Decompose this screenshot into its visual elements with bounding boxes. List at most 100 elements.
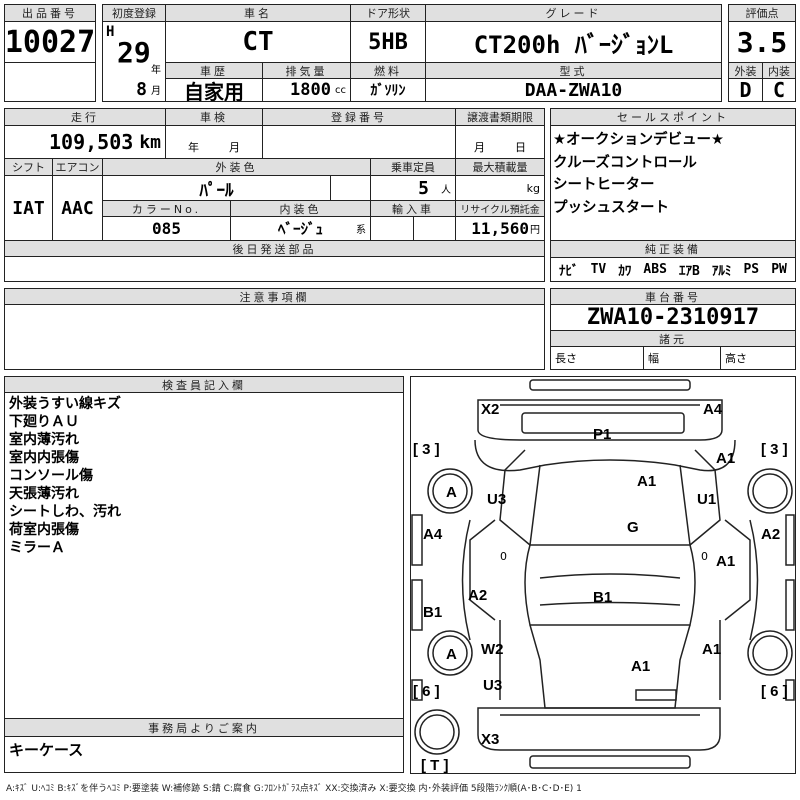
int-color-label: 内装色 — [230, 200, 371, 217]
damage-mark: [ 3 ] — [413, 441, 440, 458]
inspector-item: 室内薄汚れ — [9, 432, 79, 448]
car-name: CT — [165, 21, 351, 63]
load-label: 最大積載量 — [455, 158, 545, 176]
sales-item: ★オークションデビュー★ — [553, 132, 724, 148]
damage-mark: U1 — [697, 491, 717, 508]
damage-mark: 0 — [500, 550, 507, 563]
fuel-label: 燃料 — [350, 62, 426, 79]
transfer-day: 日 — [515, 141, 526, 154]
month: 8 — [136, 79, 147, 100]
damage-marks: X2 A4 P1 [ 3 ] [ 3 ] A1 A U3 A1 U1 G A4 … — [411, 377, 795, 774]
door-type: 5HB — [350, 21, 426, 63]
inspector-item: 下廻りＡＵ — [9, 414, 79, 430]
ext-color-blank — [330, 175, 371, 201]
later-parts — [4, 256, 545, 282]
month-unit: 月 — [151, 86, 161, 97]
equipment-item: TV — [590, 262, 607, 277]
fuel: ｶﾞｿﾘﾝ — [350, 78, 426, 102]
mileage-value: 109,503 — [49, 130, 134, 154]
equipment-item: PS — [743, 262, 760, 277]
inspector-item: ミラーＡ — [9, 540, 65, 556]
damage-mark: [ 6 ] — [761, 683, 788, 700]
year: 29 — [117, 36, 151, 69]
door-label: ドア形状 — [350, 4, 426, 22]
notes-body — [4, 304, 545, 370]
inspection-month: 月 — [229, 141, 240, 154]
sales-item: プッシュスタート — [553, 199, 669, 216]
recycle-value: 11,560 — [471, 219, 529, 238]
damage-mark: A1 — [716, 553, 736, 570]
ext-color-label: 外装色 — [102, 158, 371, 176]
legend: A:ｷｽﾞ U:ﾍｺﾐ B:ｷｽﾞを伴うﾍｺﾐ P:要塗装 W:補修跡 S:錆 … — [6, 784, 582, 794]
shift-label: シフト — [4, 158, 53, 176]
damage-mark: G — [627, 519, 639, 536]
later-parts-label: 後日発送部品 — [4, 240, 545, 257]
capacity-label: 乗車定員 — [370, 158, 456, 176]
damage-mark: X3 — [481, 731, 500, 748]
score-label: 評価点 — [728, 4, 796, 22]
grade-label: グレード — [425, 4, 722, 22]
inspector-item: 荷室内張傷 — [9, 522, 79, 538]
color-no-label: カラーNo. — [102, 200, 231, 217]
transfer-month: 月 — [474, 141, 485, 154]
model-label: 型式 — [425, 62, 722, 79]
equipment-item: ｱﾙﾐ — [711, 264, 732, 279]
equipment-item: ﾅﾋﾞ — [559, 264, 579, 279]
cc-unit: cc — [335, 84, 346, 96]
name-label: 車名 — [165, 4, 351, 22]
chassis-number: ZWA10-2310917 — [550, 304, 796, 331]
ext-color: ﾊﾟｰﾙ — [102, 175, 331, 201]
grade: CT200h ﾊﾞｰｼﾞｮﾝL — [425, 21, 722, 63]
import-cell — [413, 216, 456, 241]
damage-mark: A — [446, 646, 457, 663]
notes-label: 注意事項欄 — [4, 288, 545, 305]
displacement-value: 1800 — [290, 80, 331, 100]
inspection-label: 車検 — [165, 108, 263, 126]
damage-mark: A1 — [637, 473, 657, 490]
first-reg-year: H 29 年 — [102, 21, 166, 78]
mileage-label: 走行 — [4, 108, 166, 126]
equipment-item: ｶﾜ — [618, 264, 632, 279]
chassis-label: 車台番号 — [550, 288, 796, 305]
first-reg-label: 初度登録 — [102, 4, 166, 22]
inspector-item: コンソール傷 — [9, 468, 93, 484]
car-outline — [411, 379, 795, 769]
damage-mark: U3 — [483, 677, 503, 694]
equipment-list: ﾅﾋﾞ TV ｶﾜ ABS ｴｱB ｱﾙﾐ PS PW — [550, 257, 796, 282]
lot-number: 10027 — [4, 21, 96, 63]
lot-blank — [4, 62, 96, 102]
width-label: 幅 — [643, 346, 721, 370]
damage-mark: B1 — [423, 604, 443, 621]
damage-mark: A2 — [761, 526, 781, 543]
ext-grade: D — [728, 78, 763, 102]
inspector-item: 外装うすい線キズ — [9, 396, 121, 412]
damage-mark: X2 — [481, 401, 500, 418]
equipment-label: 純正装備 — [550, 240, 796, 258]
damage-diagram: X2 A4 P1 [ 3 ] [ 3 ] A1 A U3 A1 U1 G A4 … — [410, 376, 796, 774]
capacity-unit: 人 — [441, 184, 451, 196]
damage-mark: P1 — [593, 426, 612, 443]
sales-item: シートヒーター — [553, 177, 655, 193]
sales-points: ★オークションデビュー★ クルーズコントロール シートヒーター プッシュスタート — [550, 125, 796, 241]
inspector-label: 検査員記入欄 — [4, 376, 404, 393]
color-no: 085 — [102, 216, 231, 241]
damage-mark: [ 3 ] — [761, 441, 788, 458]
damage-mark: [ T ] — [421, 757, 449, 774]
era: H — [106, 24, 115, 40]
equipment-item: PW — [771, 262, 787, 277]
sales-item: クルーズコントロール — [553, 154, 697, 171]
length-label: 長さ — [550, 346, 644, 370]
transfer-date: 月日 — [455, 125, 545, 159]
damage-mark: A2 — [468, 587, 488, 604]
transfer-label: 譲渡書類期限 — [455, 108, 545, 126]
yen-unit: 円 — [530, 225, 540, 236]
damage-mark: U3 — [487, 491, 507, 508]
sales-label: セールスポイント — [550, 108, 796, 126]
lot-label: 出品番号 — [4, 4, 96, 22]
import-cell — [370, 216, 414, 241]
model: DAA-ZWA10 — [425, 78, 722, 102]
displacement-label: 排気量 — [262, 62, 351, 79]
displacement: 1800 cc — [262, 78, 351, 102]
